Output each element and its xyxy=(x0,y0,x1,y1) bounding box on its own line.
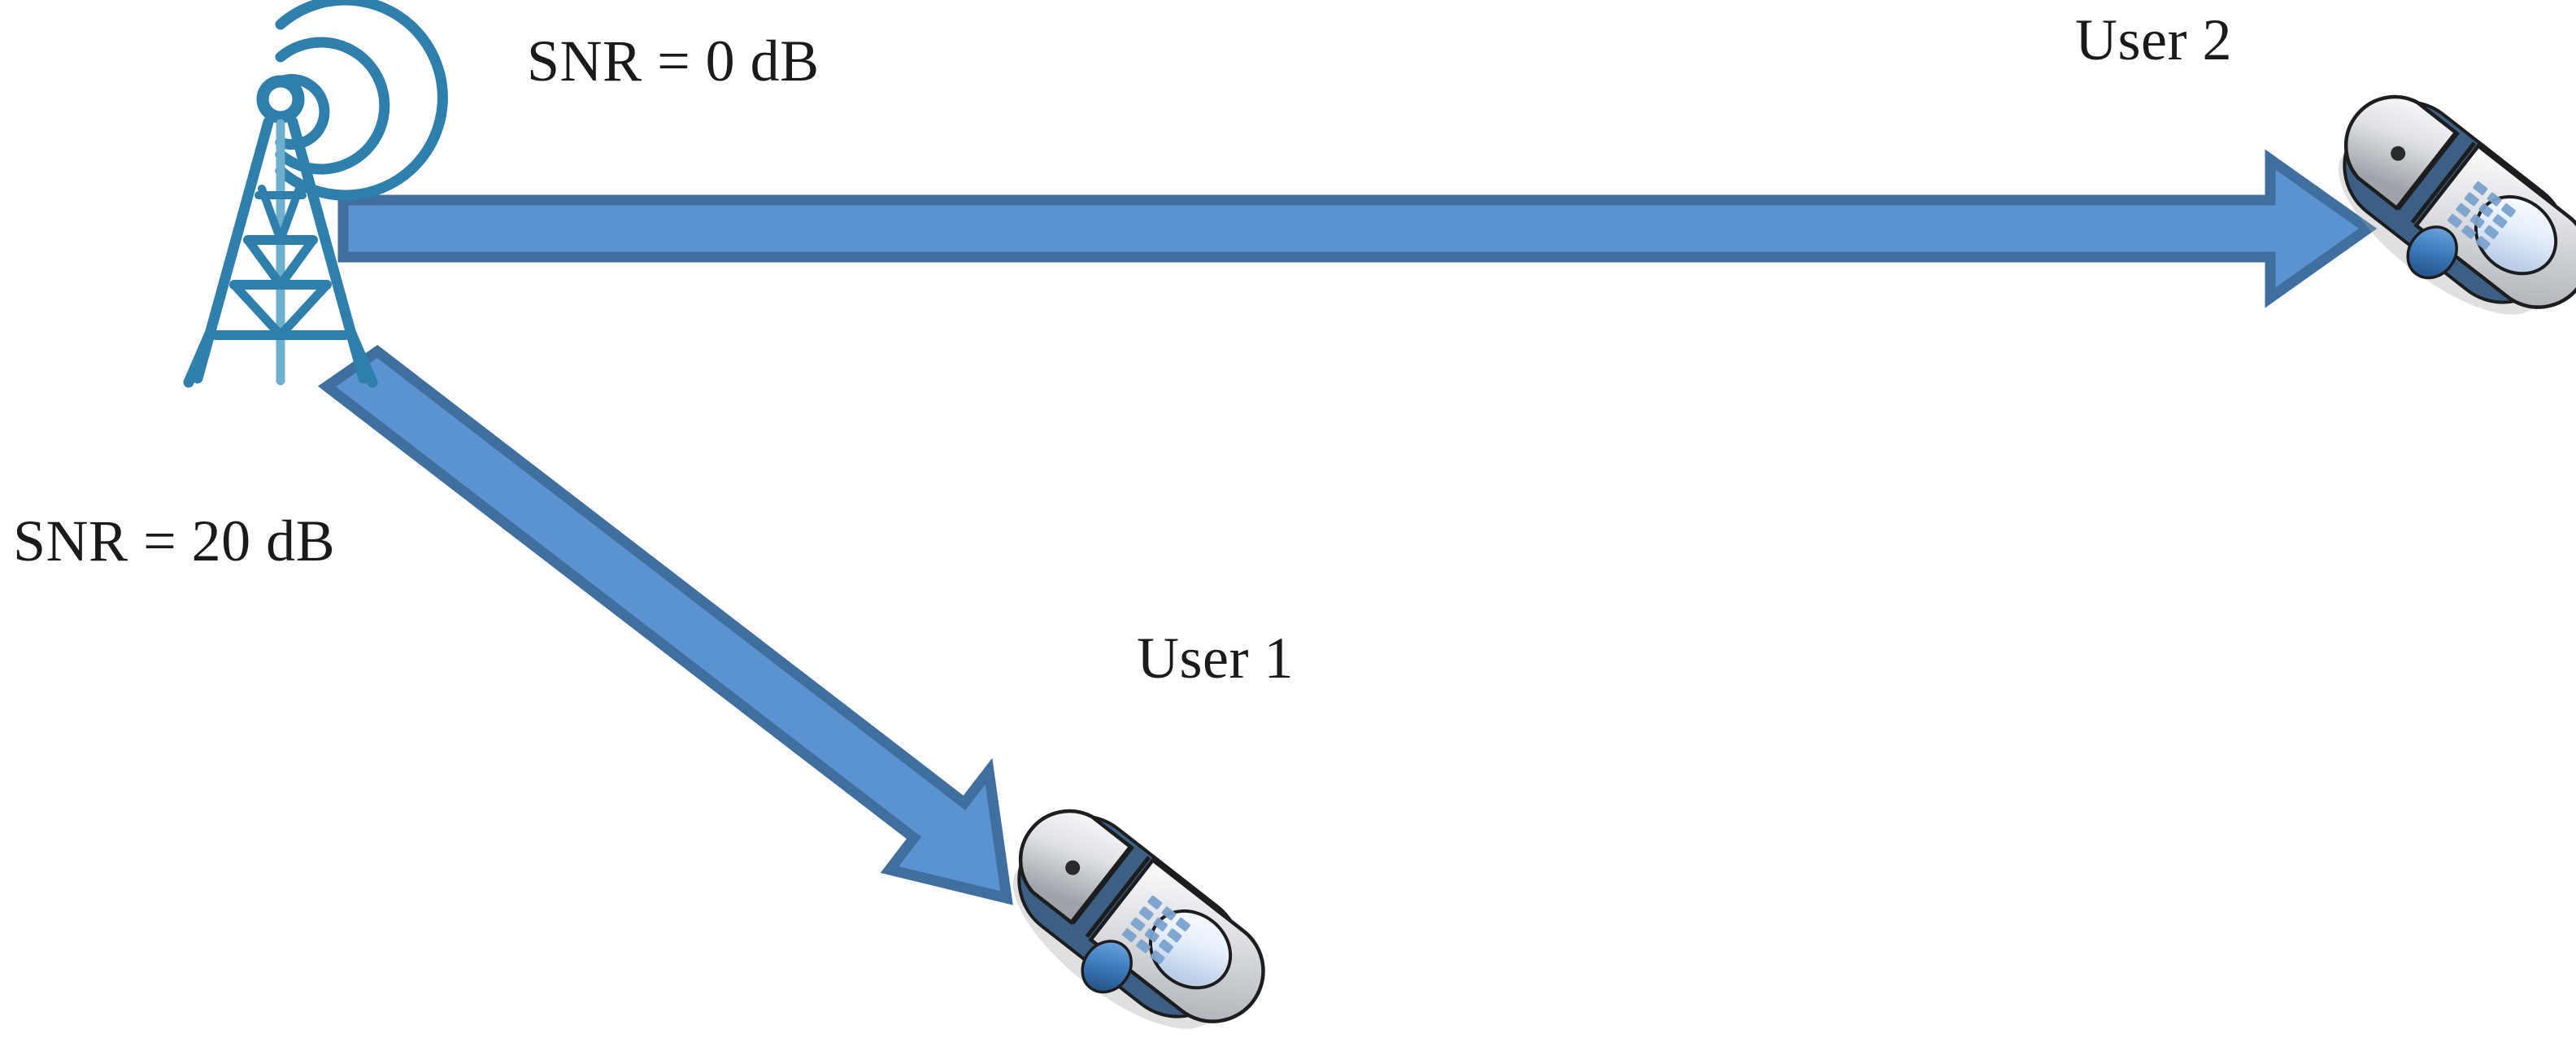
mobile-phone-icon xyxy=(2338,94,2576,315)
link-label-snr-20db: SNR = 20 dB xyxy=(13,508,336,574)
node-label-user-2: User 2 xyxy=(2075,7,2232,72)
arrow-to-user-2 xyxy=(337,149,2378,308)
link-label-snr-0db: SNR = 0 dB xyxy=(527,28,820,94)
cell-tower-icon xyxy=(183,0,448,388)
mobile-phone-icon xyxy=(1012,809,1265,1029)
node-label-user-1: User 1 xyxy=(1137,626,1294,691)
arrow-to-user-1 xyxy=(317,344,1013,905)
